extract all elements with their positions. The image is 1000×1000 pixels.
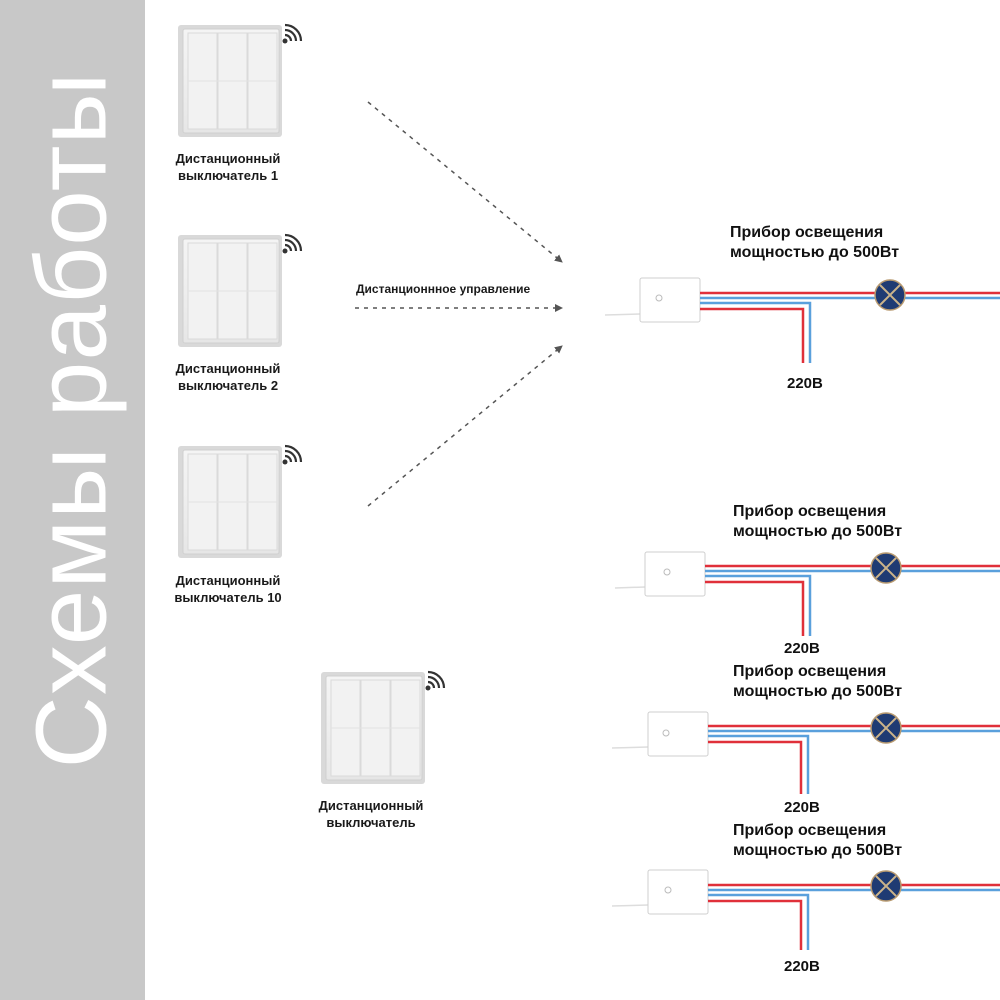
device-label-1: Прибор освещения мощностью до 500Вт [730, 224, 900, 261]
relay-unit-3 [611, 711, 1000, 794]
voltage-label-4: 220В [784, 958, 820, 975]
lamp-icon [870, 712, 902, 744]
remote-switch-10 [178, 446, 282, 558]
voltage-label-1: 220В [787, 375, 823, 392]
wifi-signal-icon [282, 444, 303, 465]
remote-switch-standalone [321, 672, 425, 784]
lamp-icon [870, 552, 902, 584]
signal-arrow-3 [367, 345, 563, 507]
switch-label-standalone: Дистанционный выключатель [318, 798, 424, 830]
switch-label-10: Дистанционный выключатель 10 [174, 573, 282, 605]
relay-unit-2 [614, 551, 1000, 636]
relay-unit-1 [604, 277, 1000, 363]
wifi-signal-icon [282, 23, 303, 44]
device-label-4: Прибор освещения мощностью до 500Вт [733, 822, 903, 859]
lamp-icon [870, 870, 902, 902]
switch-label-2: Дистанционный выключатель 2 [175, 361, 281, 393]
voltage-label-3: 220В [784, 799, 820, 816]
signal-arrow-1 [367, 101, 563, 263]
device-label-3: Прибор освещения мощностью до 500Вт [733, 663, 903, 700]
voltage-label-2: 220В [784, 640, 820, 657]
relay-unit-4 [611, 869, 1000, 950]
sidebar: Схемы работы [0, 0, 145, 1000]
wifi-signal-icon [282, 233, 303, 254]
lamp-icon [874, 279, 906, 311]
remote-switch-1 [178, 25, 282, 137]
switch-label-1: Дистанционный выключатель 1 [175, 151, 281, 183]
remote-switch-2 [178, 235, 282, 347]
remote-control-label: Дистанционнное управление [356, 282, 531, 296]
device-label-2: Прибор освещения мощностью до 500Вт [733, 503, 903, 540]
wifi-signal-icon [425, 670, 446, 691]
